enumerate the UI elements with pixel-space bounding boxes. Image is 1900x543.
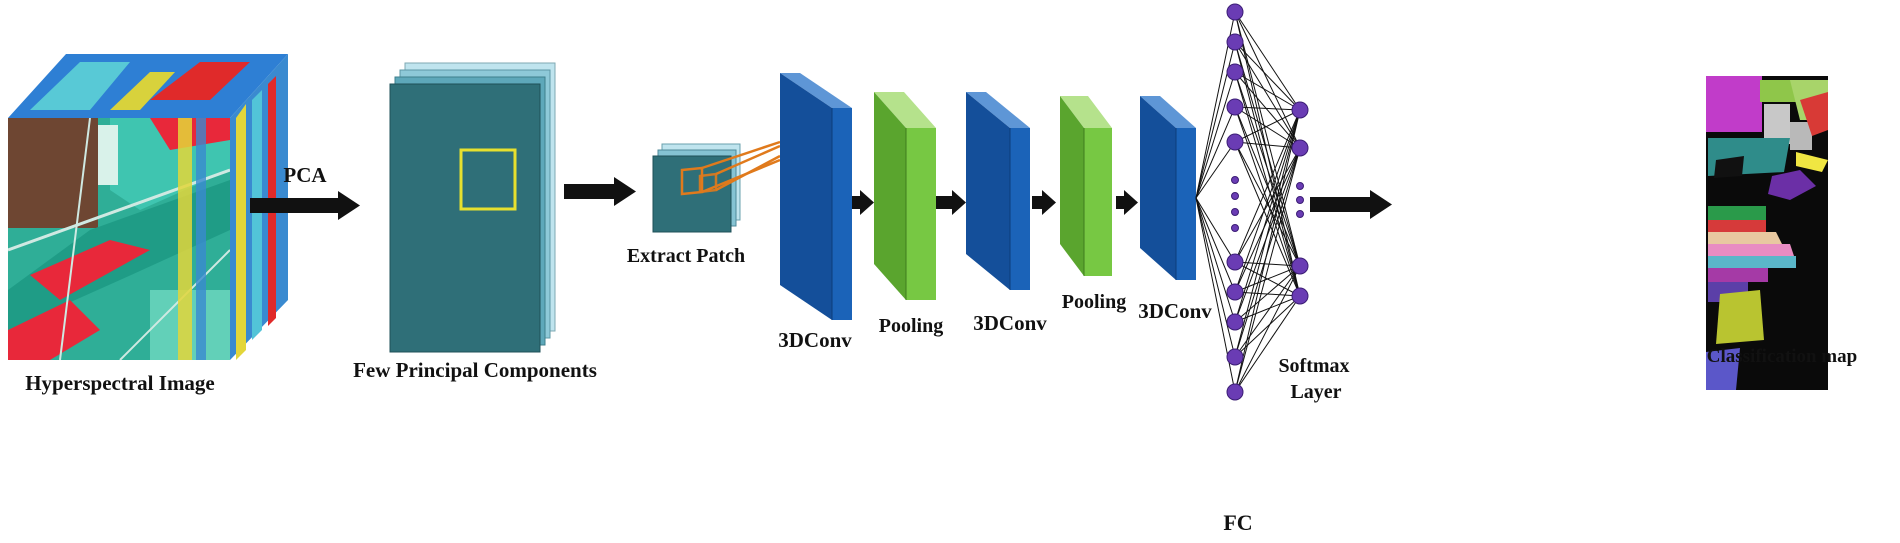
arrow-conv1-pool1 bbox=[852, 190, 874, 215]
softmax-node bbox=[1291, 101, 1309, 119]
fc-node bbox=[1226, 98, 1244, 116]
ellipsis-dot bbox=[1296, 210, 1304, 218]
fully-connected-network: FC Softmax Layer bbox=[1195, 3, 1350, 535]
conv1-label: 3DConv bbox=[778, 328, 852, 352]
connection-line bbox=[1234, 109, 1301, 143]
pca-arrow: PCA bbox=[250, 163, 360, 220]
fc-label: FC bbox=[1223, 510, 1252, 535]
extract-patch: Extract Patch bbox=[627, 140, 781, 267]
classification-map: Classification map bbox=[1706, 76, 1857, 390]
principal-components-stack: Few Principal Components bbox=[353, 62, 597, 382]
connection-line bbox=[1195, 197, 1236, 323]
patch-frustum bbox=[680, 140, 781, 196]
fc-node bbox=[1226, 383, 1244, 401]
connection-line bbox=[1195, 197, 1236, 358]
fc-node bbox=[1226, 313, 1244, 331]
conv3d-block-1: 3DConv bbox=[778, 73, 852, 352]
conv2-label: 3DConv bbox=[973, 311, 1047, 335]
arrow-conv2-pool2 bbox=[1032, 190, 1056, 215]
fc-node bbox=[1226, 33, 1244, 51]
extract-patch-label: Extract Patch bbox=[627, 245, 745, 267]
ellipsis-dot bbox=[1296, 196, 1304, 204]
connection-line bbox=[1195, 197, 1236, 263]
pca-label: PCA bbox=[283, 163, 327, 187]
connection-line bbox=[1234, 147, 1301, 293]
output-arrow bbox=[1310, 190, 1392, 219]
connection-line bbox=[1234, 265, 1301, 358]
pool1-label: Pooling bbox=[879, 315, 943, 337]
connection-line bbox=[1234, 265, 1301, 323]
fc-node bbox=[1226, 253, 1244, 271]
arrow-pool2-conv3 bbox=[1116, 190, 1138, 215]
connection-line bbox=[1234, 295, 1301, 393]
connection-line bbox=[1234, 11, 1301, 111]
softmax-layer-nodes bbox=[1291, 101, 1309, 305]
fc-node bbox=[1226, 3, 1244, 21]
softmax-node bbox=[1291, 139, 1309, 157]
fc-node bbox=[1226, 348, 1244, 366]
connection-line bbox=[1234, 11, 1301, 267]
connection-line bbox=[1234, 109, 1301, 263]
softmax-label-line1: Softmax bbox=[1278, 355, 1349, 377]
connection-line bbox=[1234, 11, 1301, 149]
fc-layer-nodes bbox=[1226, 3, 1244, 401]
connection-line bbox=[1234, 71, 1301, 267]
hidden-node-ellipsis bbox=[1231, 176, 1304, 232]
softmax-node bbox=[1291, 287, 1309, 305]
connection-line bbox=[1195, 71, 1236, 199]
ellipsis-dot bbox=[1296, 182, 1304, 190]
pooling-block-1: Pooling bbox=[874, 92, 943, 337]
fc-node bbox=[1226, 63, 1244, 81]
softmax-node bbox=[1291, 257, 1309, 275]
ellipsis-dot bbox=[1231, 224, 1239, 232]
fc-node bbox=[1226, 283, 1244, 301]
patch-selection-box bbox=[459, 148, 517, 211]
connection-line bbox=[1234, 109, 1301, 323]
connection-line bbox=[1234, 71, 1301, 111]
connection-line bbox=[1234, 41, 1301, 149]
connection-line bbox=[1234, 109, 1301, 358]
fc-node bbox=[1226, 133, 1244, 151]
connection-line bbox=[1234, 265, 1301, 393]
ellipsis-dot bbox=[1231, 208, 1239, 216]
conv3-label: 3DConv bbox=[1138, 299, 1212, 323]
connection-line bbox=[1234, 109, 1301, 293]
conv3d-block-3: 3DConv bbox=[1138, 96, 1212, 323]
ellipsis-dot bbox=[1231, 192, 1239, 200]
softmax-label-line2: Layer bbox=[1290, 381, 1341, 403]
connection-line bbox=[1234, 41, 1301, 267]
connection-line bbox=[1234, 106, 1301, 111]
pooling-block-2: Pooling bbox=[1060, 96, 1126, 313]
arrow-pool1-conv2 bbox=[936, 190, 966, 215]
ellipsis-dot bbox=[1231, 176, 1239, 184]
hyperspectral-label: Hyperspectral Image bbox=[25, 371, 215, 395]
patch-arrow bbox=[564, 177, 636, 206]
connection-line bbox=[1234, 71, 1301, 297]
connection-line bbox=[1234, 41, 1301, 111]
connection-line bbox=[1234, 147, 1301, 263]
fc-connections bbox=[1195, 11, 1301, 393]
pool2-label: Pooling bbox=[1062, 291, 1126, 313]
hyperspectral-cube: Hyperspectral Image bbox=[8, 54, 288, 395]
connection-line bbox=[1234, 147, 1301, 393]
connection-line bbox=[1195, 197, 1236, 293]
connection-line bbox=[1195, 141, 1236, 199]
connection-line bbox=[1234, 109, 1301, 393]
classification-map-label: Classification map bbox=[1707, 346, 1857, 367]
conv3d-block-2: 3DConv bbox=[966, 92, 1047, 335]
connection-line bbox=[1195, 106, 1236, 199]
principal-components-label: Few Principal Components bbox=[353, 358, 597, 382]
